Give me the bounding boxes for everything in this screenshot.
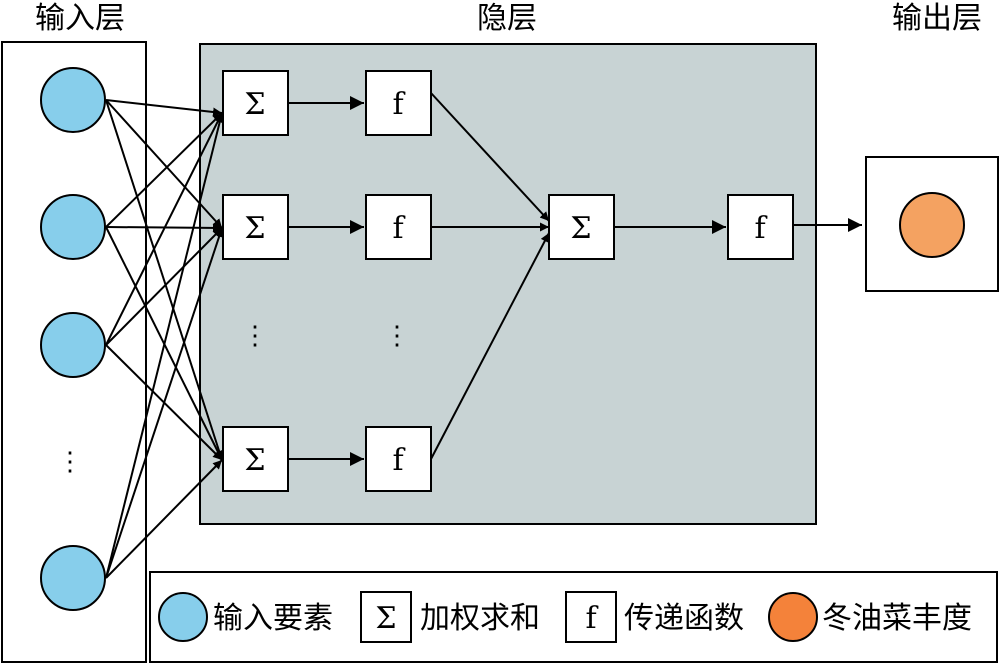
f-symbol: f xyxy=(392,211,405,246)
input-layer-title: 输入层 xyxy=(35,1,125,36)
legend-input-node-icon xyxy=(158,592,208,642)
connection-line xyxy=(105,112,223,228)
output-f-symbol: f xyxy=(754,211,767,246)
hidden-sum-column: Σ Σ Σ ⋮ xyxy=(222,70,289,492)
f-symbol: f xyxy=(392,87,405,122)
input-node xyxy=(40,194,106,260)
connection-line xyxy=(105,227,223,346)
sum-symbol: Σ xyxy=(244,211,265,246)
sum-symbol: Σ xyxy=(244,443,265,478)
connection-line xyxy=(105,112,225,579)
connection-line xyxy=(105,227,224,579)
input-node xyxy=(40,545,106,611)
legend-sum-symbol: Σ xyxy=(375,601,396,636)
legend-f-box-icon xyxy=(565,591,617,643)
legend-input-element-label: 输入要素 xyxy=(213,601,333,636)
output-f-box xyxy=(727,194,794,260)
hidden-f-column: f f f ⋮ xyxy=(365,70,432,492)
legend-weighted-sum-label: 加权求和 xyxy=(420,601,540,636)
connection-line xyxy=(105,99,223,117)
legend-transfer-function-label: 传递函数 xyxy=(624,601,744,636)
sum-ellipsis: ⋮ xyxy=(242,321,268,351)
hidden-layer-panel xyxy=(199,43,817,525)
f-box xyxy=(365,426,432,492)
f-box xyxy=(365,70,432,136)
sum-to-f-arrows xyxy=(288,96,364,466)
f-ellipsis: ⋮ xyxy=(384,321,410,351)
connection-line xyxy=(105,99,224,461)
legend-output-value-label: 冬油菜丰度 xyxy=(822,601,972,636)
sum-box xyxy=(222,70,289,136)
input-ellipsis: ⋮ xyxy=(57,447,83,477)
input-node xyxy=(40,312,106,378)
legend-f-symbol: f xyxy=(585,601,598,636)
input-nodes xyxy=(40,67,106,611)
connection-line xyxy=(105,112,223,346)
output-sum-symbol: Σ xyxy=(570,211,591,246)
input-hidden-connections xyxy=(105,99,225,579)
arrow-line xyxy=(430,232,550,460)
arrow-line xyxy=(430,92,550,222)
output-layer-title: 输出层 xyxy=(892,1,982,36)
input-node xyxy=(40,67,106,133)
connection-line xyxy=(105,99,223,229)
f-symbol: f xyxy=(392,443,405,478)
sum-box xyxy=(222,426,289,492)
legend: 输入要素 Σ 加权求和 f 传递函数 冬油菜丰度 xyxy=(149,571,998,663)
output-node xyxy=(899,192,965,258)
connection-line xyxy=(105,459,223,579)
f-to-output-sum-arrows xyxy=(430,92,550,460)
f-box xyxy=(365,194,432,260)
sum-symbol: Σ xyxy=(244,87,265,122)
hidden-layer-title: 隐层 xyxy=(477,1,537,36)
legend-output-node-icon xyxy=(768,592,818,642)
legend-sum-box-icon xyxy=(360,591,412,643)
